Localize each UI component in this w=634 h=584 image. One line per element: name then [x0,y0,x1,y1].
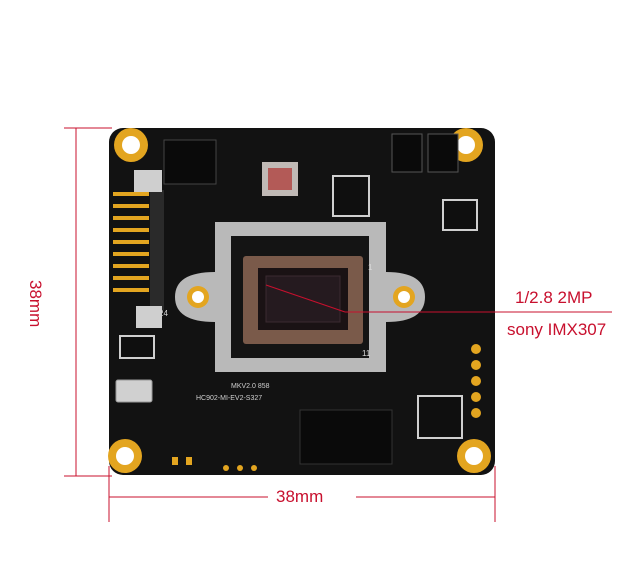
resolution-label: 1/2.8 2MP [515,288,593,307]
fpc-connector [113,170,164,328]
resistor-block [442,199,478,231]
inductor-1 [391,133,423,173]
flash-chip [163,139,217,185]
width-label: 38mm [276,487,324,506]
image-sensor-active-area [265,275,341,323]
mount-hole-bottom-right [457,439,491,473]
height-label: 38mm [26,280,45,328]
silkscreen-line-2: HC902-MI-EV2-S327 [196,395,262,402]
mount-hole-top-left [114,128,148,162]
right-pin-header [471,344,481,418]
pin-11-label: 11 [362,349,371,358]
pin-1-label: 1 [368,263,373,272]
width-dimension [108,466,496,522]
bottom-chip [299,409,393,465]
silkscreen-line-1: MKV2.0 858 [231,383,270,390]
mosfet [119,335,155,359]
sensor-label: sony IMX307 [507,320,607,339]
mount-hole-bottom-left [108,439,142,473]
inductor-2 [427,133,459,173]
bottom-right-component [417,395,463,439]
lens-mount-hole-left [187,286,209,308]
sensor-callout [265,284,612,313]
crystal [115,379,153,403]
component-block [332,175,370,217]
chip-core [268,168,292,190]
lens-mount-hole-right [393,286,415,308]
height-dimension [64,127,112,477]
bottom-pads [172,457,257,471]
pin-24-label: 24 [159,309,168,318]
